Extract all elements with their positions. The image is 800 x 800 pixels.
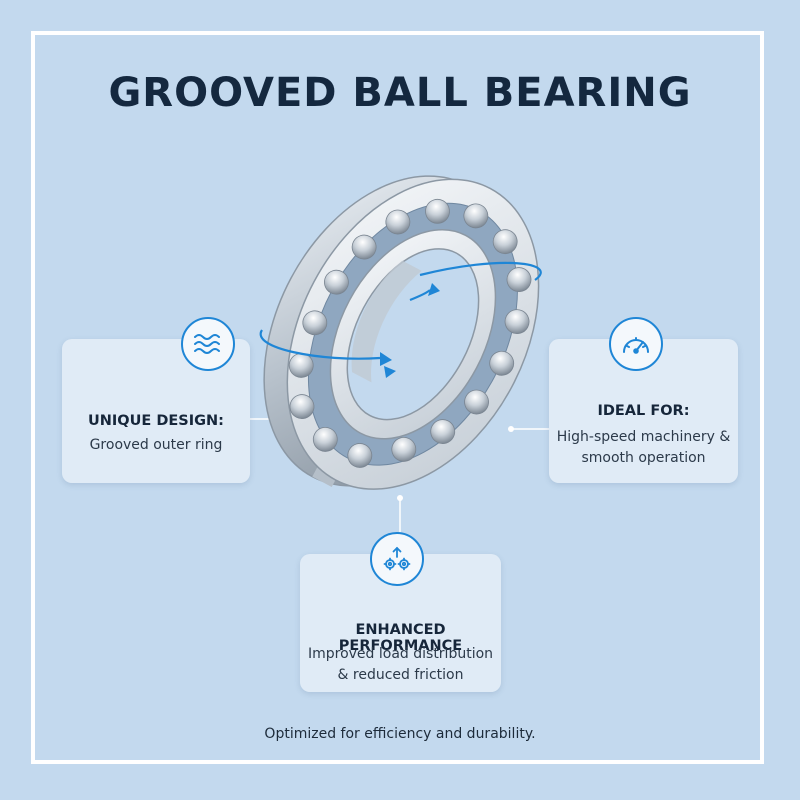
description-line: & reduced friction (337, 667, 464, 683)
enhanced-performance-card: ENHANCED PERFORMANCE Improved load distr… (300, 532, 501, 692)
waves-icon (181, 317, 235, 371)
card-description: High-speed machinery & smooth operation (549, 427, 738, 469)
description-line: Grooved outer ring (89, 437, 223, 453)
card-heading: ENHANCED PERFORMANCE (338, 622, 463, 654)
speedometer-icon (609, 317, 663, 371)
balls (288, 198, 532, 468)
description-line: smooth operation (581, 450, 706, 466)
rotation-arrows (259, 261, 542, 360)
description-line: Improved load distribution (307, 646, 494, 662)
card-description: Grooved outer ring (62, 435, 250, 456)
card-heading: UNIQUE DESIGN: (88, 413, 224, 429)
description-line: High-speed machinery & (556, 429, 731, 445)
unique-design-card: UNIQUE DESIGN: Grooved outer ring (62, 317, 250, 483)
white-frame (31, 31, 764, 764)
ideal-for-card: IDEAL FOR: High-speed machinery & smooth… (549, 317, 738, 483)
gears-arrow-icon (370, 532, 424, 586)
page-title: GROOVED BALL BEARING (108, 70, 692, 116)
footer-caption: Optimized for efficiency and durability. (264, 726, 536, 742)
card-description: Improved load distribution & reduced fri… (300, 644, 501, 686)
card-heading: IDEAL FOR: (597, 403, 690, 419)
